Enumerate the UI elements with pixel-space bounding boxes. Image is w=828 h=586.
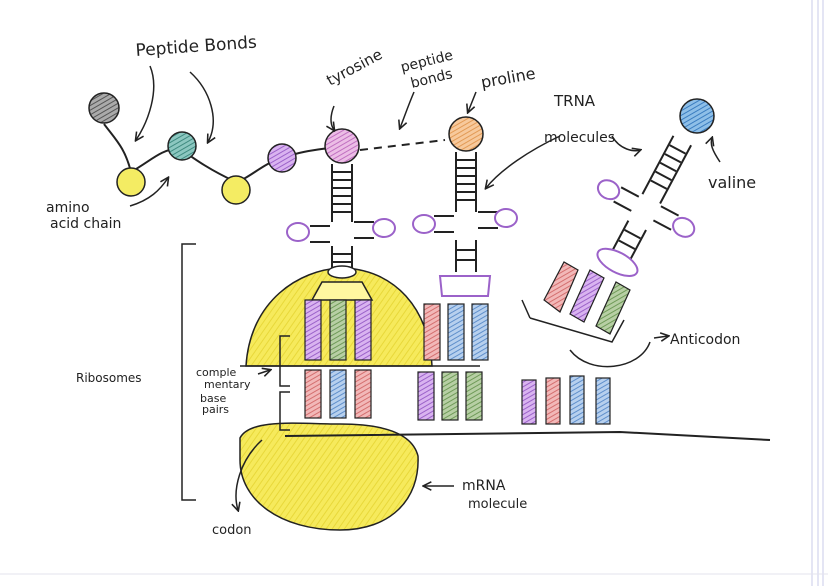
label-amino-line1: amino [46, 200, 90, 216]
annotations [129, 65, 721, 510]
trna-molecule-proline-icon [412, 152, 518, 361]
label-proline: proline [479, 64, 537, 92]
label-ribosomes: Ribosomes [76, 371, 142, 385]
label-trna: TRNA [553, 92, 596, 110]
amino-acid-purple-icon [267, 143, 297, 173]
trna-molecule-tyrosine-icon [286, 164, 396, 361]
label-mrna-2: molecule [468, 497, 527, 512]
amino-acid-yellow2-icon [221, 175, 251, 205]
label-codon: codon [212, 523, 252, 538]
label-complementary-1: comple [196, 366, 237, 379]
label-complementary-2: mentary [204, 378, 251, 391]
label-amino-line2: acid chain [50, 216, 121, 232]
amino-acid-valine-icon [679, 98, 715, 134]
amino-acid-proline-icon [448, 116, 484, 152]
trna-molecule-valine-icon [596, 135, 696, 277]
label-base-pairs-1: base [200, 392, 226, 405]
amino-acid-gray-icon [88, 92, 120, 124]
amino-acid-teal-icon [167, 131, 197, 161]
label-valine: valine [708, 173, 756, 192]
label-base-pairs-2: pairs [202, 403, 229, 416]
label-mrna-1: mRNA [462, 478, 506, 494]
label-tyrosine: tyrosine [323, 45, 385, 89]
amino-acid-chain [88, 92, 715, 205]
amino-acid-yellow-icon [116, 167, 146, 197]
mrna-codons [304, 369, 611, 425]
anticodon-bases [543, 261, 631, 335]
label-molecules: molecules [544, 130, 615, 146]
mrna-strand [284, 430, 771, 441]
amino-acid-tyrosine-icon [324, 128, 360, 164]
label-anticodon: Anticodon [670, 332, 740, 348]
label-peptide-bonds: Peptide Bonds [135, 33, 258, 61]
